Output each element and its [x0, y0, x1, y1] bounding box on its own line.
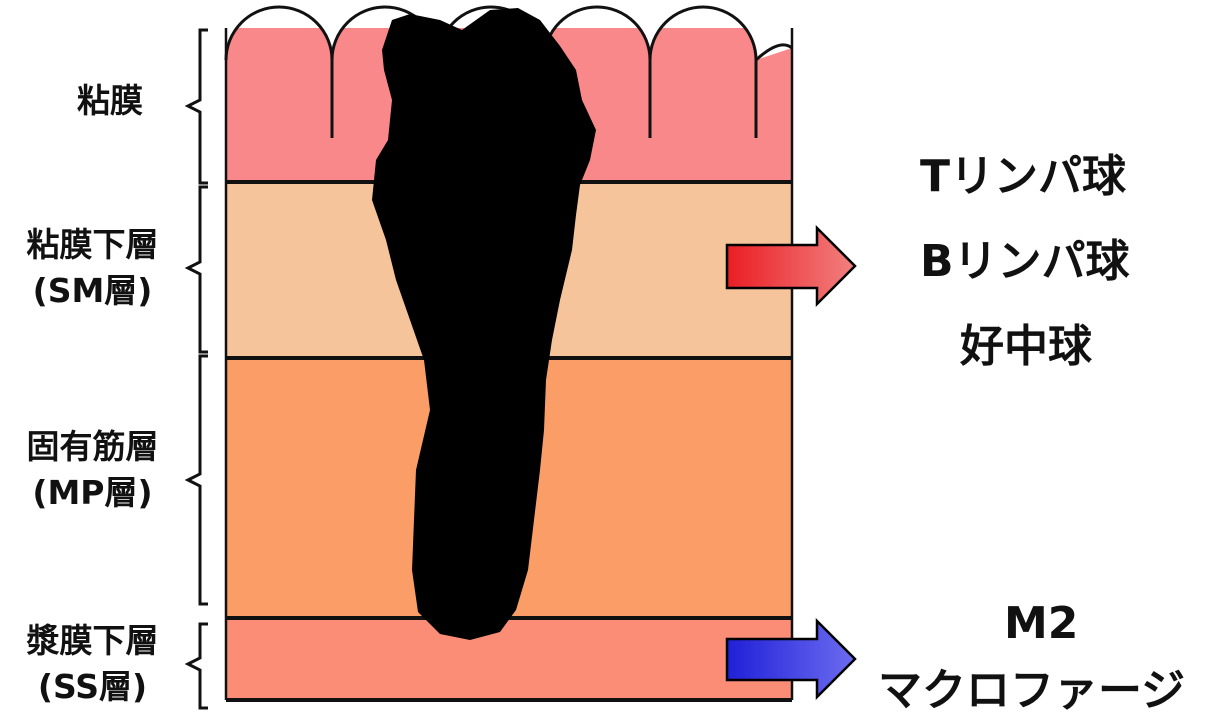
cell-t-lymphocyte: Tリンパ球: [920, 140, 1126, 204]
layer-subserosa: [226, 618, 792, 700]
label-muscularis-propria: 固有筋層 (MP層): [5, 424, 180, 516]
label-muscularis-abbr: (MP層): [5, 470, 180, 516]
label-muscularis-name: 固有筋層: [5, 424, 180, 470]
cell-m2-label: M2: [1004, 598, 1078, 649]
label-subserosa: 漿膜下層 (SS層): [5, 618, 180, 710]
layer-braces: [188, 30, 208, 708]
label-submucosa-abbr: (SM層): [5, 268, 180, 314]
label-submucosa: 粘膜下層 (SM層): [5, 222, 180, 314]
label-subserosa-abbr: (SS層): [5, 664, 180, 710]
cell-neutrophil: 好中球: [960, 310, 1092, 374]
label-submucosa-name: 粘膜下層: [5, 222, 180, 268]
label-mucosa-name: 粘膜: [40, 78, 180, 124]
label-subserosa-name: 漿膜下層: [5, 618, 180, 664]
label-mucosa: 粘膜: [40, 78, 180, 124]
cell-b-lymphocyte: Bリンパ球: [920, 225, 1130, 289]
cell-macrophage-label: マクロファージ: [878, 654, 1185, 718]
